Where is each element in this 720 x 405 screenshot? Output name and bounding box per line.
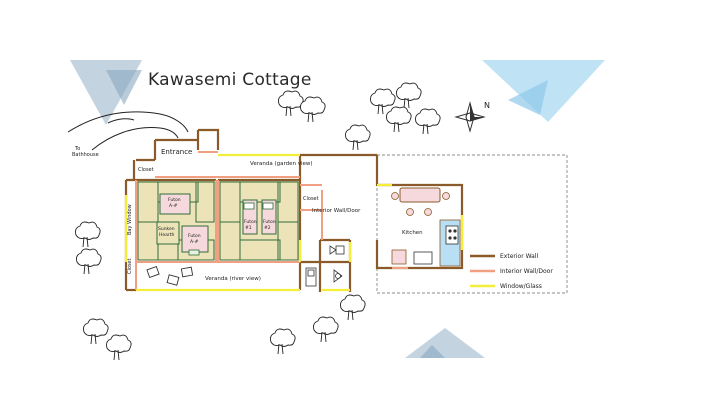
kitchen-fixtures xyxy=(391,187,461,267)
bathroom-fixtures xyxy=(305,245,345,287)
futon-1-label: Futon#1 xyxy=(244,219,257,231)
tree-icon xyxy=(106,334,132,361)
legend-label: Exterior Wall xyxy=(500,253,538,260)
tree-icon xyxy=(83,318,109,345)
tree-icon xyxy=(76,248,102,275)
futons xyxy=(156,193,277,256)
futon-2-label: Futon#2 xyxy=(263,219,276,231)
tree-icon xyxy=(278,90,304,117)
legend-label: Interior Wall/Door xyxy=(500,268,553,275)
tree-icon xyxy=(75,221,101,248)
tree-icon xyxy=(386,106,412,133)
compass-north-label: N xyxy=(484,101,490,110)
closet-top-label: Closet xyxy=(138,167,154,173)
compass-icon xyxy=(454,101,486,133)
tree-icon xyxy=(370,88,396,115)
bathhouse-path xyxy=(67,111,189,151)
veranda-chairs xyxy=(146,265,194,286)
decor-triangles-top-right xyxy=(482,60,605,122)
room-labels: Entrance Veranda (garden view) Closet Cl… xyxy=(127,148,423,282)
closet-bottom-label: Closet xyxy=(127,258,133,274)
tree-icon xyxy=(340,294,366,321)
tree-icons xyxy=(75,82,441,361)
tree-icon xyxy=(415,108,441,135)
decor-triangles-bottom xyxy=(405,328,485,358)
interior-wall-door-label: Interior Wall/Door xyxy=(312,208,361,214)
veranda-garden-label: Veranda (garden view) xyxy=(250,161,313,167)
interior-walls xyxy=(135,151,408,290)
bay-window-label: Bay Window xyxy=(127,204,133,235)
entrance-label: Entrance xyxy=(161,148,192,156)
legend-label: Window/Glass xyxy=(500,283,542,290)
diagram-title: Kawasemi Cottage xyxy=(148,70,312,90)
kitchen-label: Kitchen xyxy=(402,230,423,236)
veranda-river-label: Veranda (river view) xyxy=(205,276,261,282)
closet-right-label: Closet xyxy=(303,196,319,202)
tree-icon xyxy=(396,82,422,109)
property-boundary xyxy=(376,154,568,294)
tree-icon xyxy=(270,328,296,355)
tree-icon xyxy=(313,316,339,343)
window-glass xyxy=(124,153,464,292)
decor-triangles-top-left xyxy=(70,60,142,125)
tree-icon xyxy=(345,124,371,151)
tree-icon xyxy=(300,96,326,123)
